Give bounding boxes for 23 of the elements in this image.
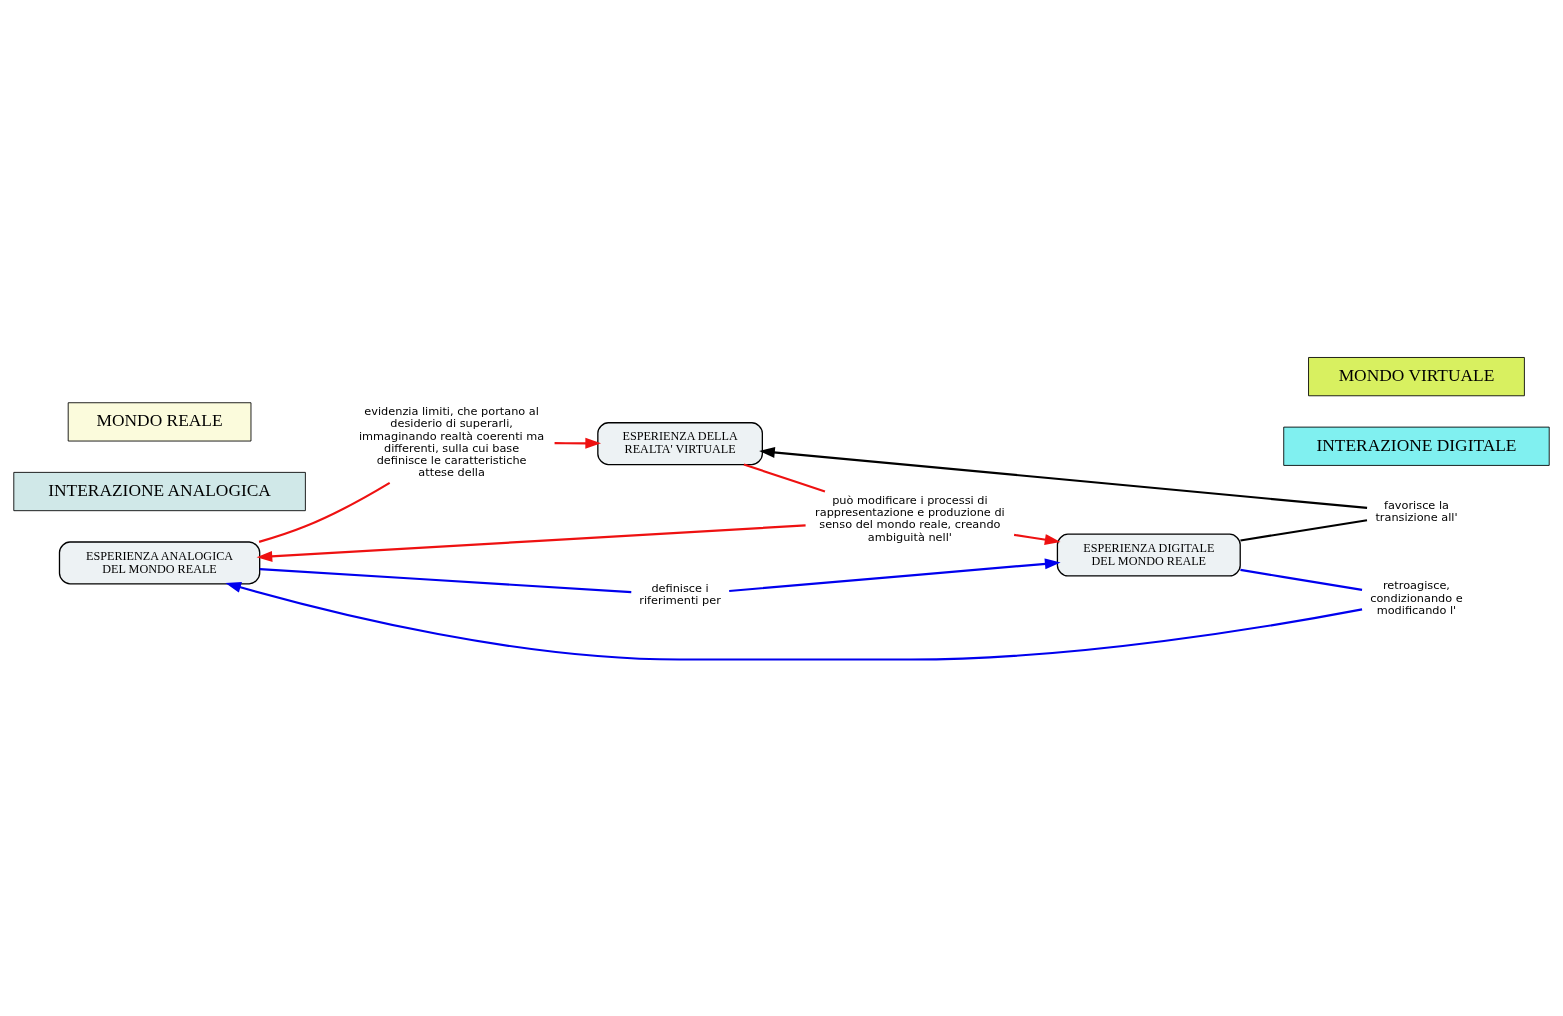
node-text: favorisce la transizione all' <box>1375 498 1458 524</box>
node-box: ESPERIENZA DELLA REALTA' VIRTUALE <box>597 421 763 465</box>
arrow <box>759 446 1368 509</box>
connector <box>258 481 391 543</box>
node-box: MONDO REALE <box>67 401 252 441</box>
node-text: può modificare i processi di rappresentazione e produzione di senso del mondo reale, creando ambiguità nell' <box>815 493 1005 544</box>
node-box: ESPERIENZA DIGITALE DEL MONDO REALE <box>1056 533 1241 577</box>
arrow <box>554 437 602 449</box>
node-box: INTERAZIONE ANALOGICA <box>13 471 306 511</box>
arrow <box>729 557 1061 592</box>
connector <box>1240 518 1368 542</box>
connector <box>743 463 826 492</box>
arrow <box>225 581 1363 661</box>
connector <box>259 567 632 593</box>
node-box: ESPERIENZA ANALOGICA DEL MONDO REALE <box>58 540 261 584</box>
node-text: evidenzia limiti, che portano al desiderio di superarli, immaginando realtà coerenti ma differenti, sulla cui base definisce le caratteristiche attese della <box>358 404 545 479</box>
node-box: MONDO VIRTUALE <box>1308 356 1525 396</box>
arrow <box>256 523 806 562</box>
node-text: definisce i riferimenti per <box>639 581 721 607</box>
connector <box>1240 568 1363 591</box>
arrow <box>1013 533 1061 545</box>
node-box: INTERAZIONE DIGITALE <box>1283 426 1550 466</box>
node-text: retroagisce, condizionando e modificando l' <box>1370 578 1463 617</box>
